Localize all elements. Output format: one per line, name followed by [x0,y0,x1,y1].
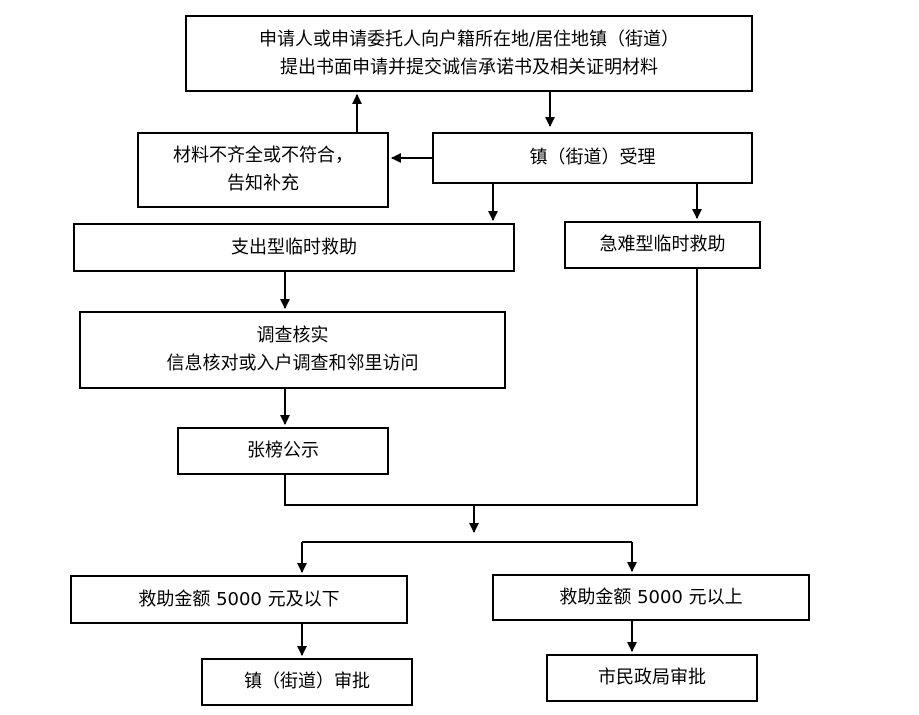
apply-line-2: 提出书面申请并提交诚信承诺书及相关证明材料 [280,56,658,78]
town-approve-box: 镇（街道）审批 [201,658,413,706]
accept-box: 镇（街道）受理 [432,132,753,184]
incomplete-line-2: 告知补充 [227,173,299,194]
apply-line-1: 申请人或申请委托人向户籍所在地/居住地镇（街道） [258,28,680,50]
below5000-box: 救助金额 5000 元及以下 [70,575,408,624]
city-approve-label: 市民政局审批 [598,667,706,688]
incomplete-box: 材料不齐全或不符合， 告知补充 [137,132,389,208]
urgent-label: 急难型临时救助 [599,234,726,255]
urgent-box: 急难型临时救助 [564,221,761,269]
expense-label: 支出型临时救助 [231,236,357,258]
line-publicize-merge [284,269,698,506]
accept-label: 镇（街道）受理 [529,147,656,168]
city-approve-box: 市民政局审批 [546,654,758,702]
above5000-box: 救助金额 5000 元以上 [492,574,810,621]
verify-box: 调查核实 信息核对或入户调查和邻里访问 [79,311,506,389]
verify-line-2: 信息核对或入户调查和邻里访问 [166,353,419,374]
incomplete-line-1: 材料不齐全或不符合， [173,145,353,166]
publicize-box: 张榜公示 [177,427,389,475]
verify-line-1: 调查核实 [256,325,329,346]
town-approve-label: 镇（街道）审批 [244,671,370,692]
publicize-label: 张榜公示 [247,440,319,461]
expense-box: 支出型临时救助 [73,223,515,272]
below5000-label: 救助金额 5000 元及以下 [138,588,340,610]
apply-box: 申请人或申请委托人向户籍所在地/居住地镇（街道） 提出书面申请并提交诚信承诺书及… [185,15,753,92]
above5000-label: 救助金额 5000 元以上 [559,586,743,608]
